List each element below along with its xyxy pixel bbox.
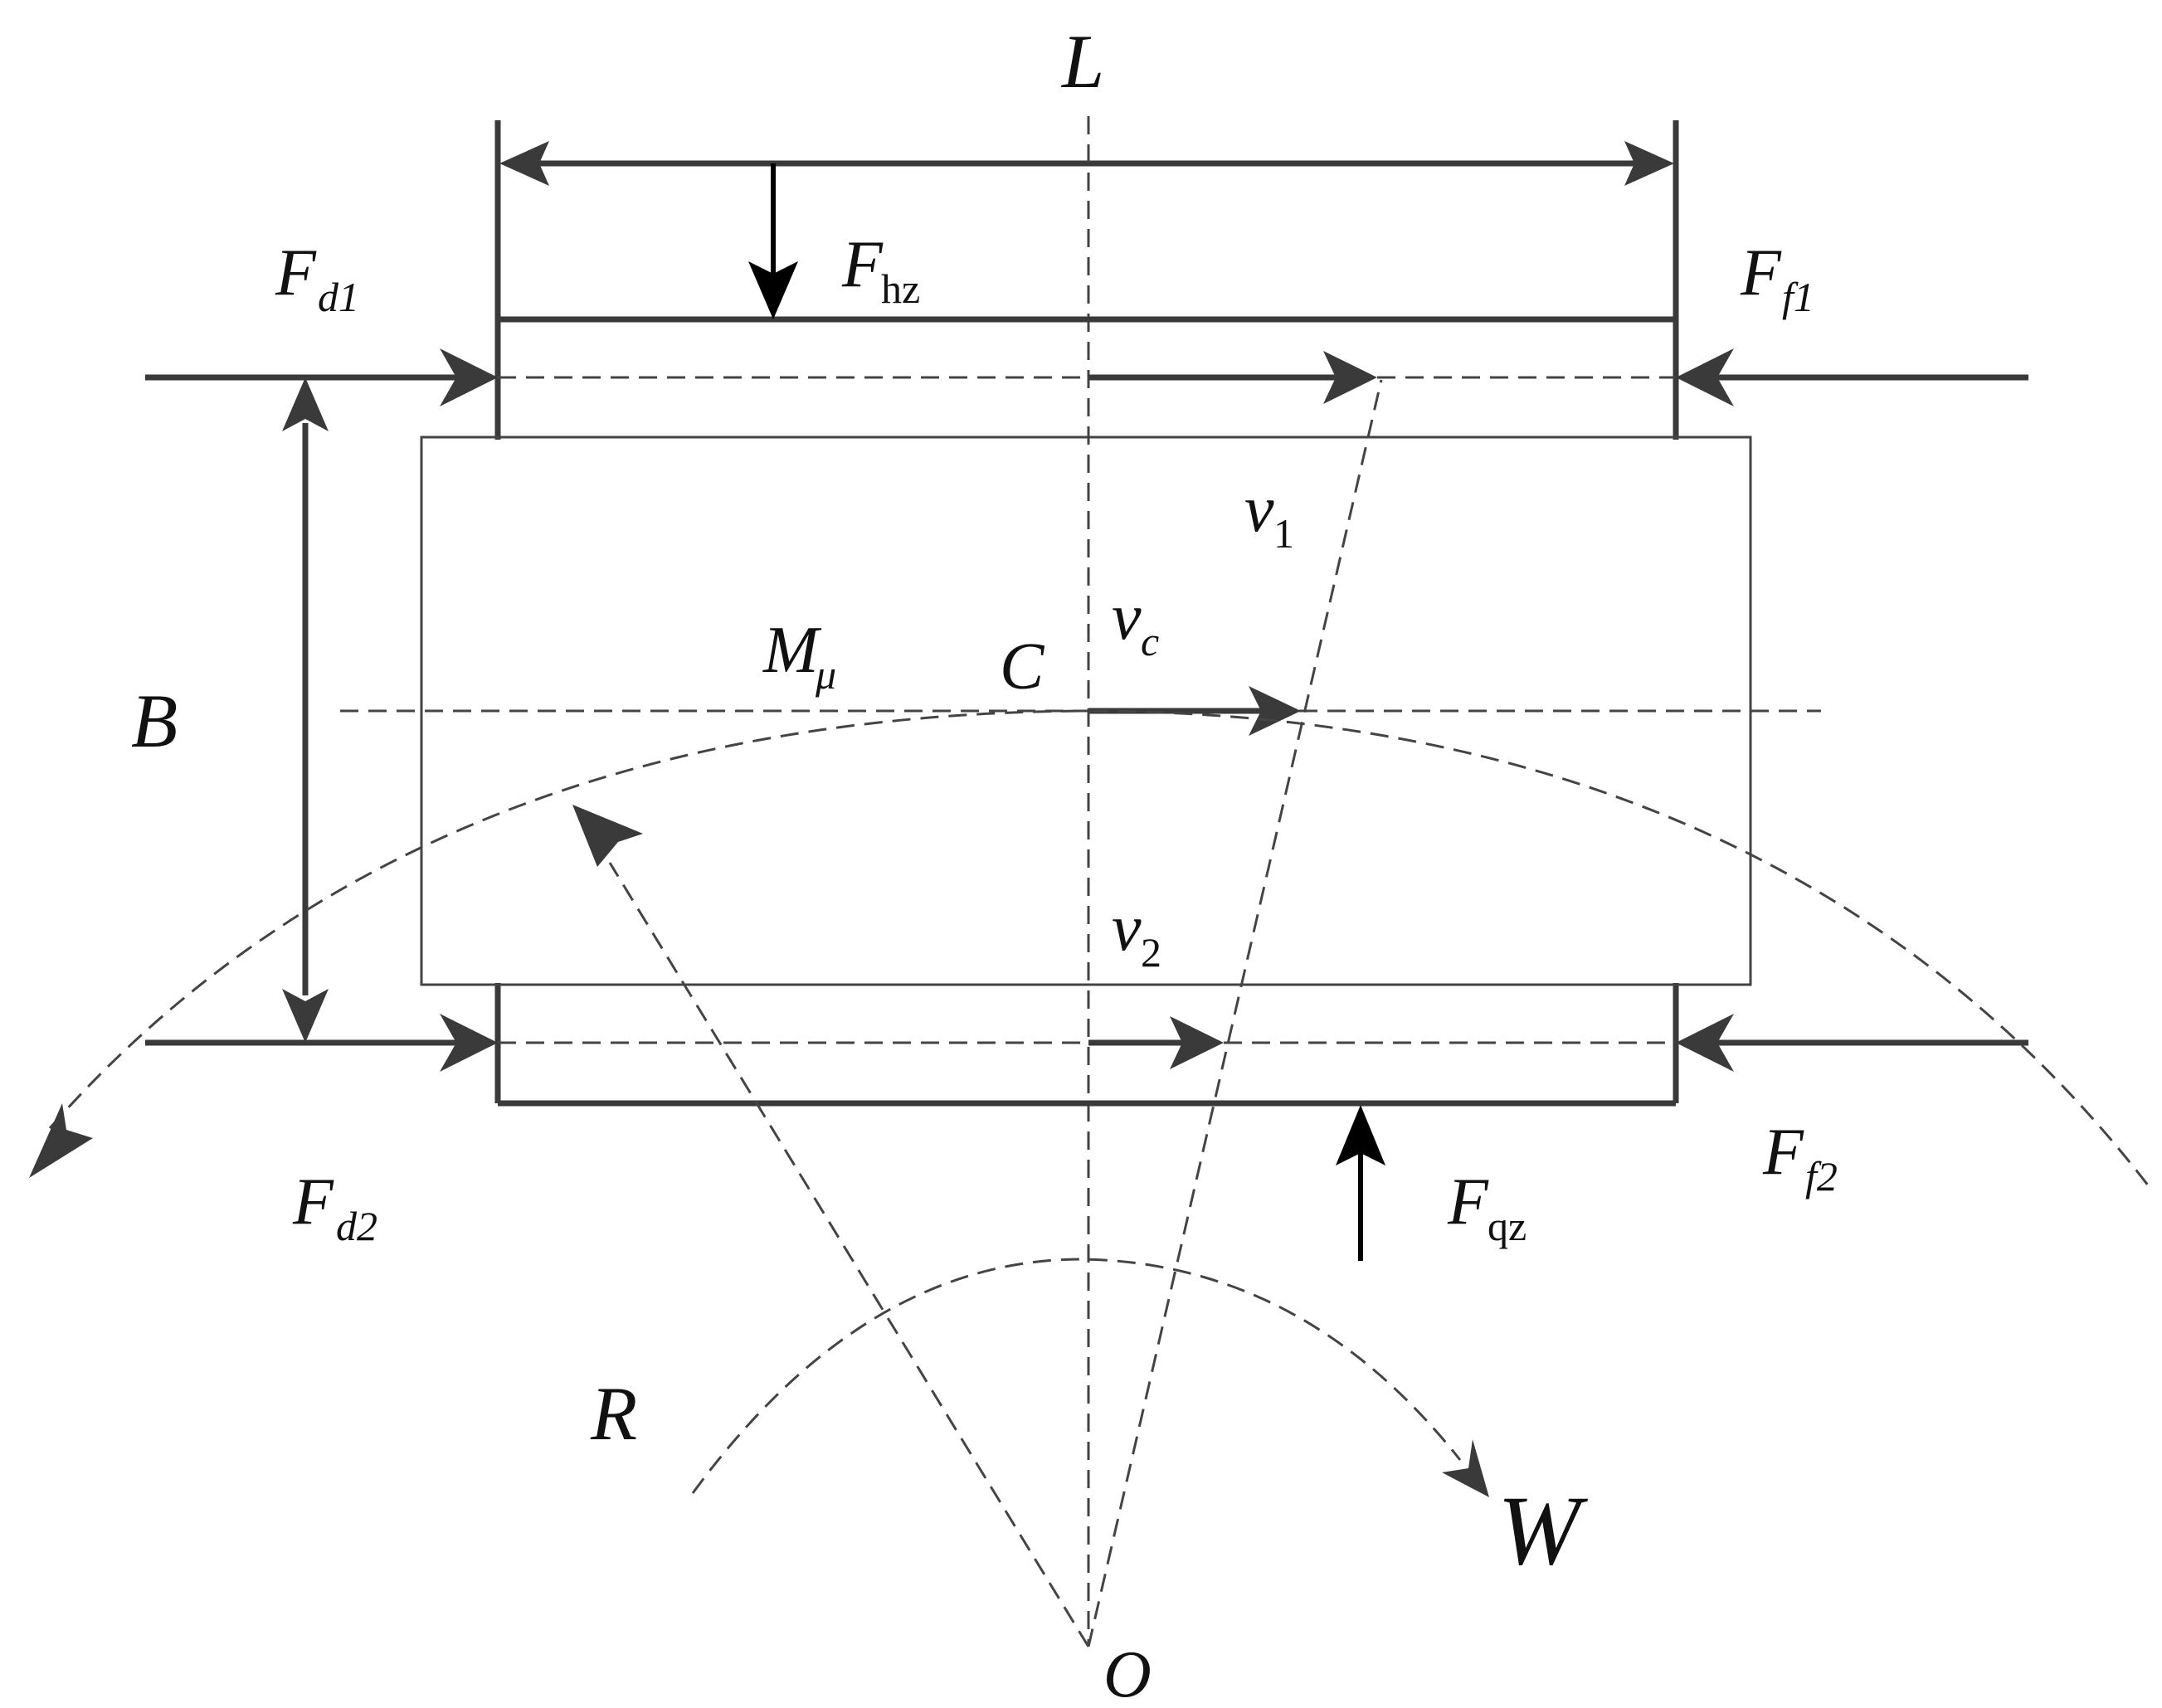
svg-text:c: c xyxy=(1141,618,1159,664)
rotation-w-arc xyxy=(691,1258,1489,1497)
svg-text:F: F xyxy=(1762,1116,1804,1189)
label-ff1: F f1 xyxy=(1740,236,1814,320)
svg-text:μ: μ xyxy=(815,651,836,698)
label-mmu: M μ xyxy=(762,614,836,698)
radius-line-outer xyxy=(1087,379,1383,1647)
label-b: B xyxy=(131,679,178,763)
force-fhz-arrow xyxy=(748,163,798,319)
label-o: O xyxy=(1103,1638,1152,1708)
label-vc: v c xyxy=(1112,581,1159,664)
svg-text:qz: qz xyxy=(1488,1203,1527,1249)
svg-text:2: 2 xyxy=(1141,929,1161,976)
force-fd2-arrow xyxy=(145,1014,498,1072)
radius-r-arrow xyxy=(572,805,1090,1647)
label-l: L xyxy=(1060,19,1104,104)
label-fqz: F qz xyxy=(1447,1165,1527,1249)
upper-track xyxy=(498,316,1676,379)
velocity-vc-arrow xyxy=(1088,686,1301,736)
svg-text:f2: f2 xyxy=(1805,1153,1838,1199)
svg-text:d1: d1 xyxy=(318,274,359,320)
label-fhz: F hz xyxy=(841,228,920,312)
label-fd2: F d2 xyxy=(292,1165,377,1249)
svg-text:d2: d2 xyxy=(336,1203,377,1249)
svg-text:v: v xyxy=(1244,473,1274,546)
svg-text:F: F xyxy=(1740,236,1782,309)
force-ff2-arrow xyxy=(1676,1014,2028,1072)
label-fd1: F d1 xyxy=(275,236,359,320)
lower-track xyxy=(494,983,1679,1107)
svg-text:f1: f1 xyxy=(1782,274,1814,320)
label-v1: v 1 xyxy=(1244,473,1294,557)
force-fd1-arrow xyxy=(145,348,498,406)
label-ff2: F f2 xyxy=(1762,1116,1838,1199)
dimension-l xyxy=(494,120,1679,440)
velocity-v1-arrow xyxy=(1088,351,1377,404)
force-fqz-arrow xyxy=(1336,1105,1385,1261)
velocity-v2-arrow xyxy=(1088,1016,1224,1069)
force-ff1-arrow xyxy=(1676,348,2028,406)
svg-text:M: M xyxy=(762,614,822,687)
svg-text:v: v xyxy=(1112,892,1142,965)
label-v2: v 2 xyxy=(1112,892,1161,976)
label-w: W xyxy=(1497,1475,1589,1585)
turning-arc xyxy=(29,709,2150,1187)
label-c: C xyxy=(1000,630,1045,703)
svg-text:hz: hz xyxy=(881,265,920,312)
svg-text:F: F xyxy=(841,228,884,301)
label-r: R xyxy=(590,1371,637,1456)
dimension-b xyxy=(282,377,329,1043)
svg-text:F: F xyxy=(292,1165,334,1238)
svg-text:F: F xyxy=(275,236,317,309)
svg-text:1: 1 xyxy=(1273,510,1294,557)
svg-text:v: v xyxy=(1112,581,1142,654)
svg-text:F: F xyxy=(1447,1165,1489,1238)
